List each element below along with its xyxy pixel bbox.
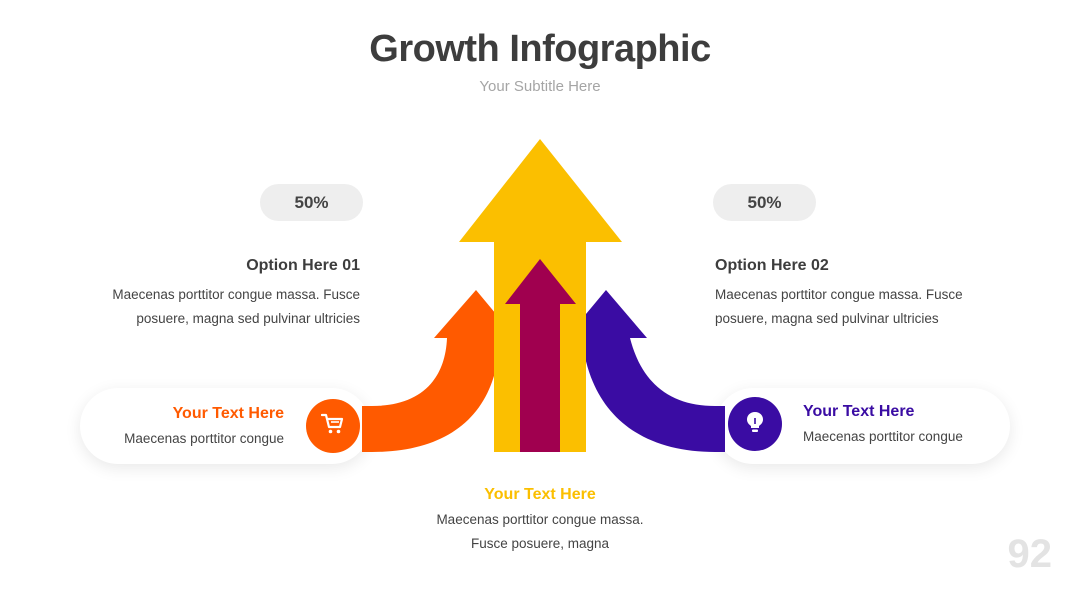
magenta-inner-arrow [505,259,576,452]
center-body-line1: Maecenas porttitor congue massa. [436,512,644,527]
center-body-line2: Fusce posuere, magna [470,536,610,551]
orange-curved-arrow [362,290,516,452]
page-title: Growth Infographic [369,28,711,70]
left-option-body-line2: posuere, magna sed pulvinar ultricies [136,311,360,326]
page-subtitle: Your Subtitle Here [479,78,601,95]
left-option-body-line1: Maecenas porttitor congue massa. Fusce [112,287,360,302]
right-option-body-line2: posuere, magna sed pulvinar ultricies [715,311,939,326]
shopping-cart-icon [320,413,345,440]
right-option-body-line1: Maecenas porttitor congue massa. Fusce [715,287,963,302]
right-card-title: Your Text Here [803,403,915,420]
page-number: 92 [1007,532,1053,576]
left-card-body: Maecenas porttitor congue [124,431,284,446]
right-option-body: Maecenas porttitor congue massa. Fusce p… [715,283,1005,331]
center-title: Your Text Here [484,486,596,503]
left-option-title: Option Here 01 [246,257,360,274]
left-option-body: Maecenas porttitor congue massa. Fusce p… [70,283,360,331]
center-body: Maecenas porttitor congue massa. Fusce p… [0,508,1080,556]
purple-curved-arrow [566,290,725,452]
right-card-badge [728,397,782,451]
lightbulb-icon [745,410,765,439]
left-card-badge [306,399,360,453]
left-card-title: Your Text Here [172,405,284,422]
right-option-title: Option Here 02 [715,257,829,274]
left-percent-pill: 50% [260,184,363,221]
right-percent-pill: 50% [713,184,816,221]
right-card-body: Maecenas porttitor congue [803,429,963,444]
